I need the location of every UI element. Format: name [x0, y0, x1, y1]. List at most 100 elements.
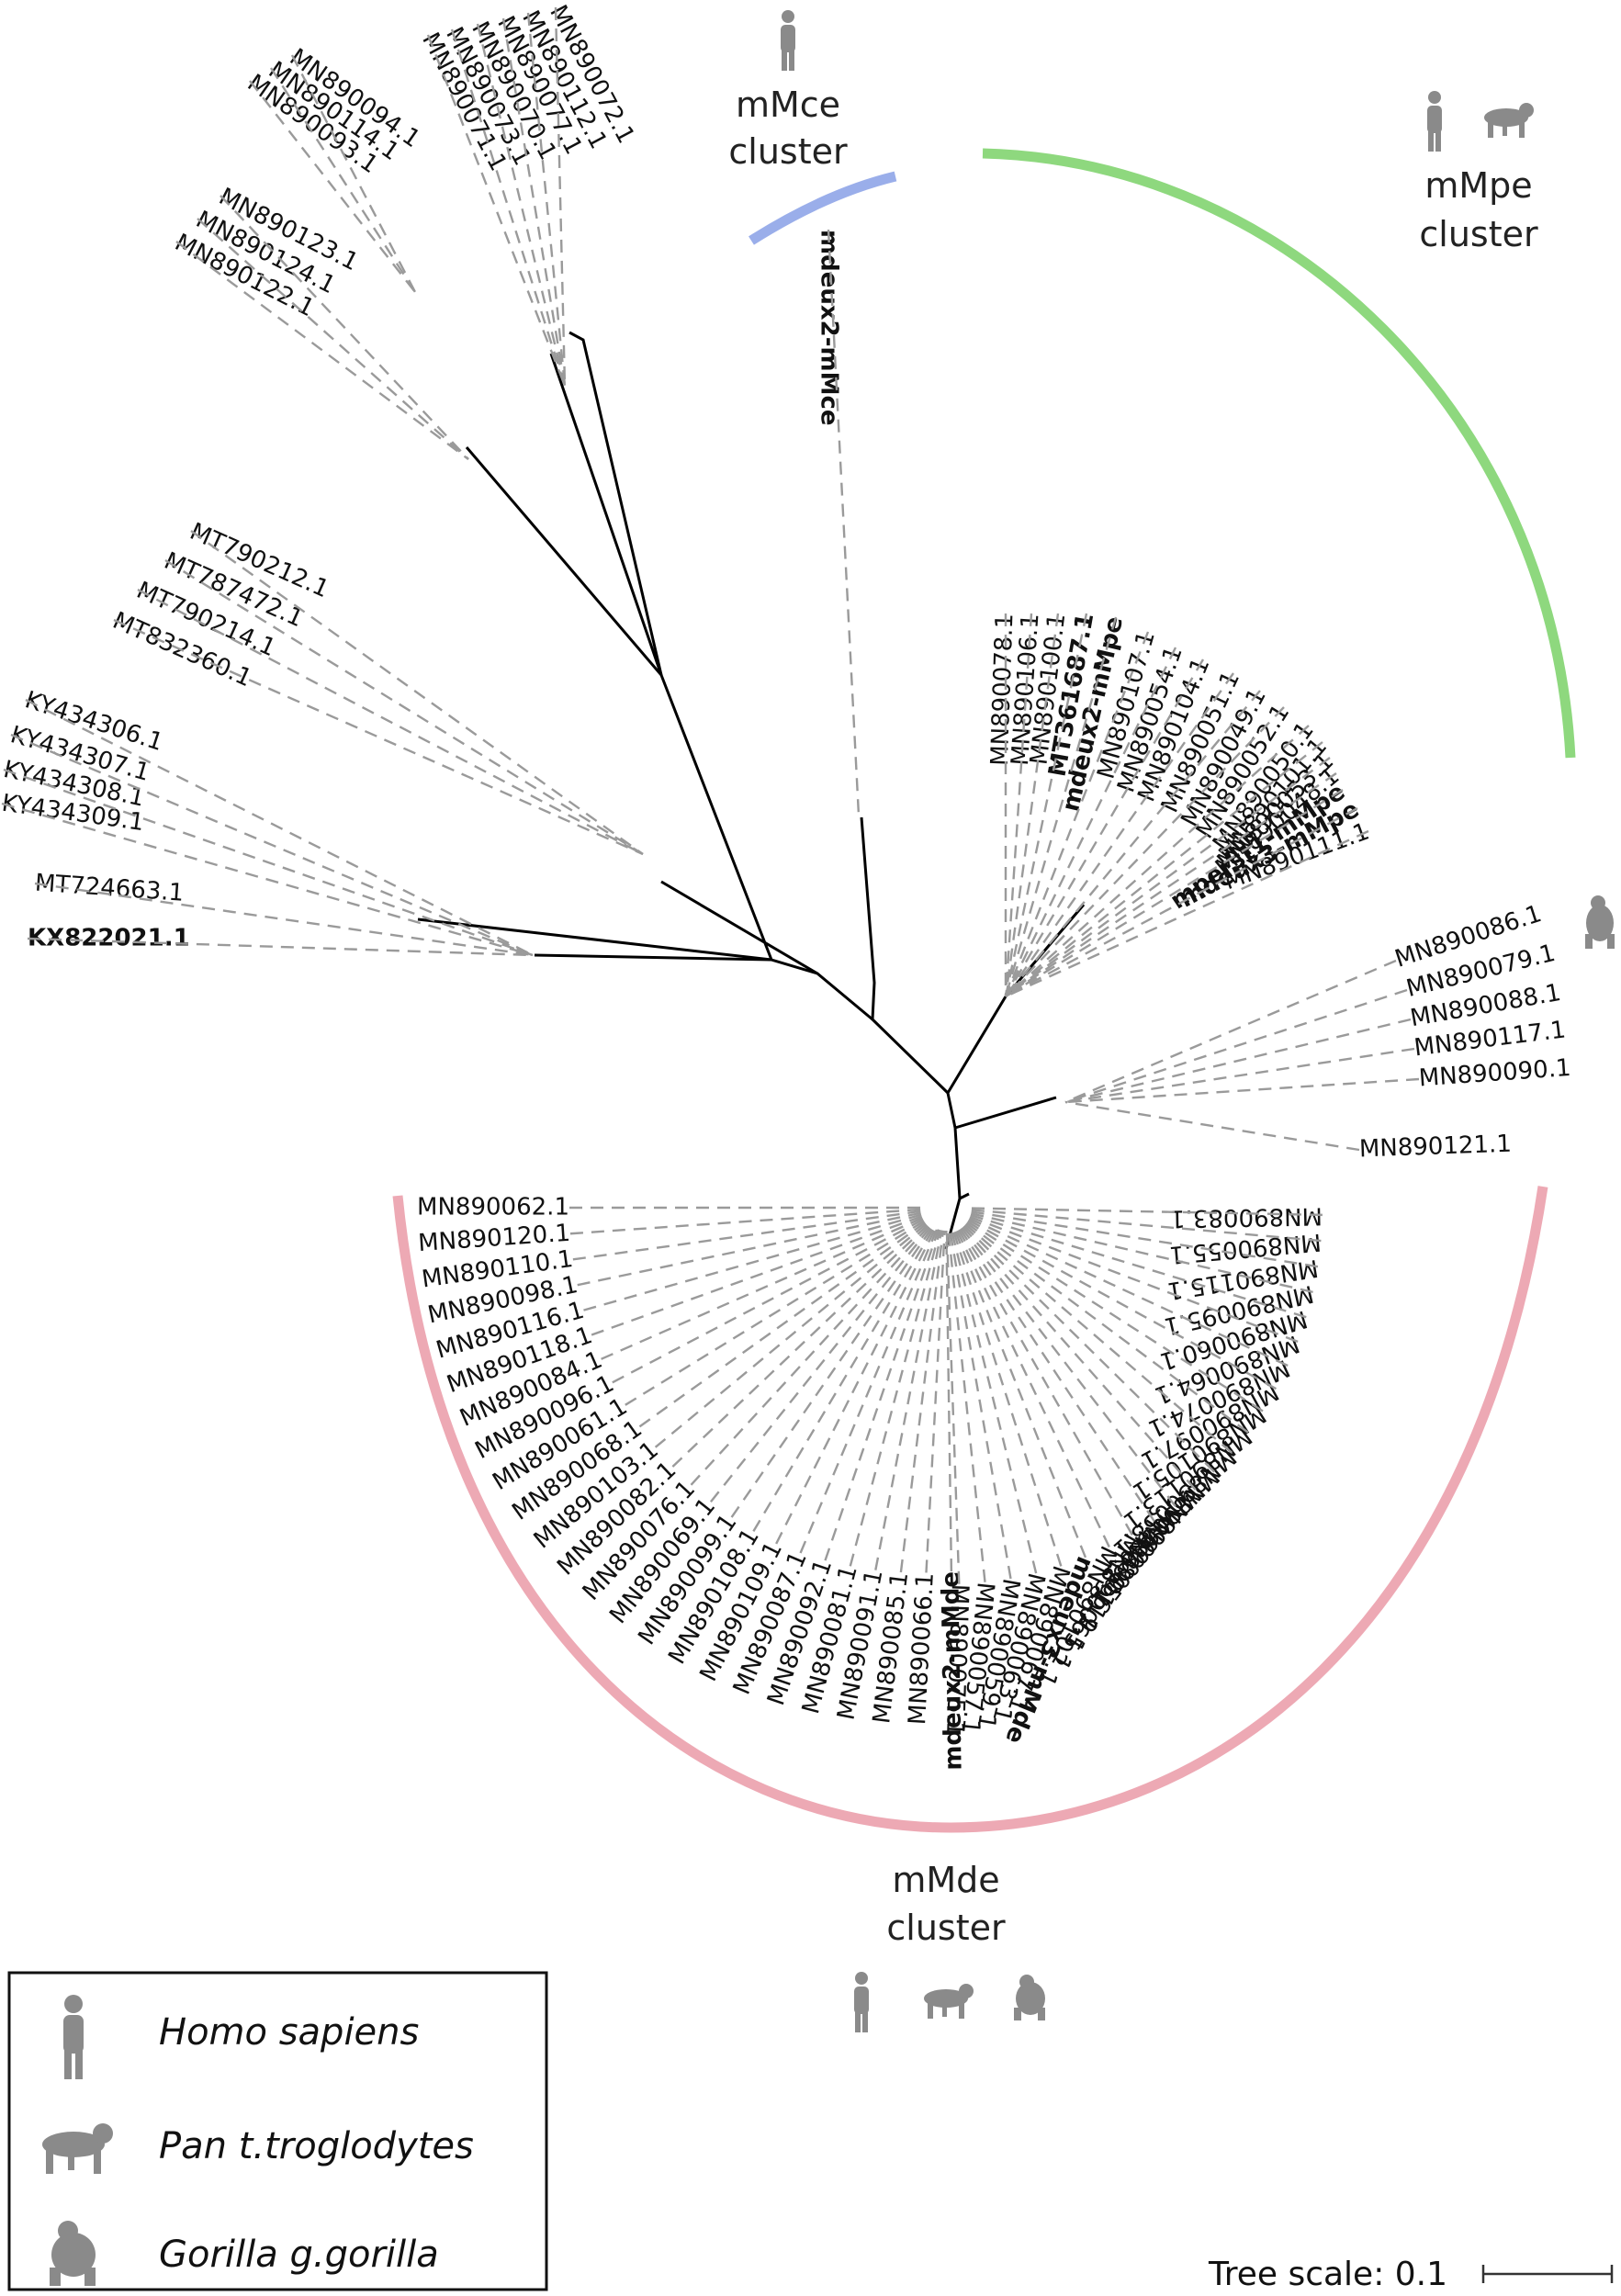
tree-scale-label: Tree scale: 0.1 — [1208, 2256, 1447, 2293]
leaf-connector — [1005, 706, 1285, 997]
leaf-connector — [965, 1217, 1278, 1390]
leaf-connector — [175, 241, 469, 460]
leaf-connectors — [1, 6, 1420, 1584]
leaf-connector — [964, 1219, 1264, 1412]
leaf-connector — [269, 67, 417, 293]
leaf-connector — [961, 1222, 1216, 1473]
leaf-connector — [1, 802, 534, 957]
leaf-connector — [113, 618, 644, 856]
leaf-label-mn890062-1: MN890062.1 — [417, 1194, 569, 1221]
leaf-connector — [249, 80, 416, 293]
legend-label-homo-sapiens: Homo sapiens — [159, 2011, 419, 2054]
leaf-connector — [190, 530, 644, 855]
leaf-connector — [951, 1229, 1063, 1567]
leaf-connector — [572, 1210, 924, 1261]
leaf-connector — [968, 1210, 1319, 1268]
leaf-connector — [1064, 988, 1408, 1104]
leaf-connector — [671, 1222, 930, 1468]
leaf-connector — [583, 1212, 925, 1311]
leaf-connector — [730, 1225, 934, 1518]
leaf-connector — [1004, 613, 1060, 997]
mmpe-cluster-subtitle: cluster — [1419, 214, 1538, 254]
leaf-connector — [1005, 788, 1344, 998]
leaf-connector — [966, 1216, 1289, 1367]
leaf-connector — [950, 1229, 1038, 1574]
mmpe-cluster-title: mMpe — [1424, 165, 1532, 206]
leaf-connector — [220, 195, 469, 460]
leaf-connector — [690, 1223, 931, 1486]
leaf-connector — [1064, 1047, 1415, 1104]
mmpe-cluster-arc — [982, 148, 1576, 759]
mmde-cluster-arc — [392, 1186, 1548, 1833]
legend-gorilla-icon — [50, 2221, 96, 2286]
leaf-connector — [709, 1224, 933, 1503]
leaf-connector — [591, 1214, 925, 1336]
leaf-connector — [968, 1207, 1323, 1217]
human-icon — [1427, 91, 1442, 152]
leaf-connector — [638, 1220, 929, 1428]
leaf-connector — [957, 1226, 1155, 1523]
leaf-label-kx822021-1: KX822021.1 — [28, 925, 190, 952]
leaf-connector — [968, 1211, 1313, 1294]
leaf-connector — [874, 1230, 943, 1570]
legend-chimpanzee-icon — [42, 2123, 113, 2174]
leaf-connector — [775, 1227, 937, 1545]
leaf-connector — [799, 1228, 939, 1554]
leaf-connector — [959, 1225, 1176, 1507]
leaf-connector — [949, 1230, 1012, 1580]
leaf-connector — [947, 1230, 986, 1582]
leaf-connector — [1005, 829, 1369, 998]
legend: Homo sapiens Pan t.troglodytes Gorilla g… — [7, 1971, 548, 2291]
gorilla-icon — [1585, 895, 1615, 949]
leaf-label-mn890078-1: MN890078.1 — [986, 613, 1019, 766]
leaf-label-mn890090-1: MN890090.1 — [1418, 1054, 1572, 1093]
leaf-connector — [824, 1229, 940, 1561]
mmde-cluster-title: mMde — [892, 1860, 999, 1900]
leaf-connector — [1064, 959, 1397, 1104]
leaf-connector — [945, 1230, 953, 1571]
leaf-connector — [1005, 772, 1337, 997]
leaf-labels: MN890072.1MN890112.1MN890077.1MN890070.1… — [0, 1, 1572, 1771]
leaf-connector — [1064, 1077, 1420, 1104]
leaf-connector — [3, 768, 534, 957]
leaf-connector — [1004, 631, 1150, 997]
leaf-label-mdeux2-mmce: mdeux2-mMce — [816, 230, 843, 426]
leaf-connector — [752, 1226, 936, 1532]
human-icon — [854, 1972, 869, 2032]
leaf-connector — [1004, 658, 1205, 997]
chimpanzee-icon — [924, 1984, 974, 2019]
leaf-connector — [10, 733, 534, 957]
leaf-connector — [963, 1220, 1249, 1434]
leaf-connector — [1064, 1018, 1412, 1104]
mmce-cluster-title: mMce — [736, 84, 840, 125]
leaf-connector — [849, 1229, 941, 1567]
leaf-connector — [1005, 757, 1331, 997]
leaf-connector — [1064, 1100, 1360, 1152]
leaf-connector — [1004, 616, 1118, 997]
leaf-connector — [968, 1209, 1322, 1243]
leaf-connector — [899, 1230, 945, 1573]
leaf-connector — [1005, 690, 1261, 997]
gorilla-icon — [1014, 1975, 1045, 2020]
leaf-connector — [945, 1230, 961, 1584]
leaf-label-mdeux2-mmde: mdeux2-mMde — [937, 1571, 967, 1771]
leaf-label-mn890083-1: MN890083.1 — [1170, 1201, 1323, 1232]
leaf-connector — [164, 558, 644, 856]
leaf-connector — [1005, 806, 1358, 998]
leaf-connector — [966, 1214, 1299, 1344]
leaf-connector — [137, 588, 644, 856]
leaf-connector — [601, 1215, 926, 1360]
leaf-connector — [960, 1223, 1197, 1491]
leaf-connector — [953, 1228, 1087, 1559]
leaf-connector — [954, 1228, 1110, 1548]
leaf-connector — [625, 1219, 928, 1406]
leaf-connector — [654, 1221, 929, 1448]
leaf-connector — [1005, 725, 1310, 997]
chimpanzee-icon — [1484, 103, 1534, 138]
leaf-connector — [827, 229, 861, 816]
leaf-connector — [612, 1217, 927, 1384]
leaf-connector — [197, 218, 469, 460]
human-icon — [781, 10, 795, 71]
leaf-connector — [1004, 613, 1088, 997]
